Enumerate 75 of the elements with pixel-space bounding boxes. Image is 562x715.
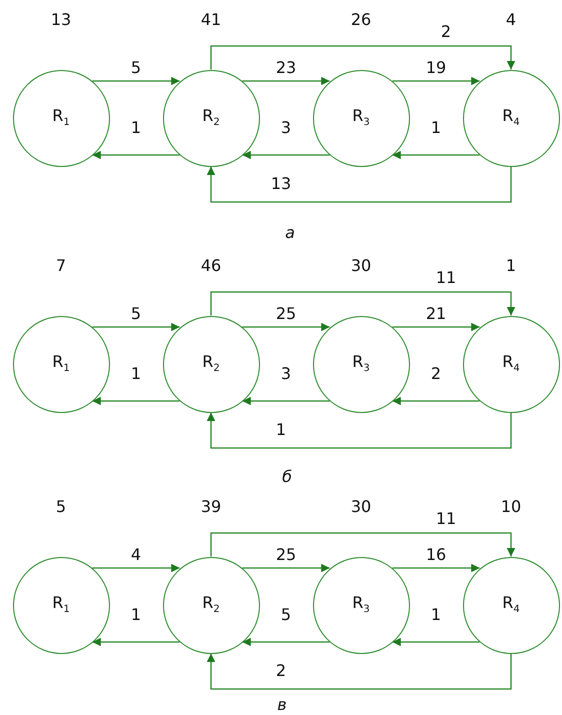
flow-arrow — [92, 76, 180, 86]
flow-arrow — [392, 322, 480, 332]
edge-label: 5 — [130, 59, 142, 77]
node-value: 5 — [56, 498, 66, 516]
flow-arrow — [242, 76, 330, 86]
edge-label: 4 — [130, 546, 142, 564]
flow-arrow — [242, 150, 330, 160]
edge-label: 21 — [426, 305, 446, 323]
node-label: R$_{3}$ — [352, 594, 370, 616]
node-label: R$_{3}$ — [352, 354, 370, 374]
edge-label: 3 — [280, 119, 292, 137]
node-value: 1 — [506, 257, 516, 275]
edge-label: 1 — [430, 119, 442, 137]
flow-arrow — [210, 532, 516, 556]
panel-caption: б — [282, 468, 292, 486]
node-label: R$_{1}$ — [52, 594, 70, 616]
node-value: 7 — [56, 257, 66, 275]
panel-caption: а — [285, 224, 295, 242]
edge-label: 25 — [276, 305, 296, 323]
node-value: 26 — [350, 11, 372, 29]
node-value: 30 — [350, 257, 372, 275]
flow-arrow — [206, 166, 512, 203]
edge-label: 1 — [430, 606, 442, 624]
flow-arrow — [92, 150, 180, 160]
panel-caption: в — [277, 696, 287, 714]
edge-label: 2 — [440, 23, 452, 41]
node-value: 41 — [200, 11, 222, 29]
edge-label: 19 — [426, 59, 446, 77]
node-label: R$_{3}$ — [352, 108, 370, 128]
edge-label: 16 — [426, 546, 446, 564]
flow-arrow — [92, 564, 180, 572]
edge-label: 25 — [276, 546, 296, 564]
node-label: R$_{1}$ — [52, 354, 70, 374]
node-label: R$_{1}$ — [52, 108, 70, 128]
flow-arrow — [392, 396, 480, 406]
flow-arrow — [242, 564, 330, 572]
edge-label: 2 — [276, 662, 286, 680]
node-value: 13 — [50, 11, 72, 29]
node-value: 10 — [500, 498, 522, 516]
edge-label: 11 — [436, 269, 456, 287]
node-value: 39 — [200, 498, 222, 516]
node-label: R$_{2}$ — [202, 108, 220, 128]
node-label: R$_{4}$ — [502, 354, 520, 374]
flow-arrow — [392, 564, 480, 572]
node-value: 46 — [200, 257, 222, 275]
node-label: R$_{4}$ — [502, 108, 520, 128]
flow-arrow — [206, 412, 512, 449]
edge-label: 23 — [276, 59, 296, 77]
flow-arrow — [210, 291, 516, 316]
edge-label: 2 — [430, 365, 442, 383]
edge-label: 11 — [436, 510, 456, 528]
flow-arrow — [392, 638, 480, 646]
flow-arrow — [392, 150, 480, 160]
node-label: R$_{2}$ — [202, 354, 220, 374]
flow-arrow — [242, 638, 330, 646]
edge-label: 5 — [280, 606, 292, 624]
flow-arrow — [210, 45, 516, 70]
edge-label: 13 — [270, 175, 292, 193]
flow-arrow — [92, 638, 180, 646]
node-value: 30 — [350, 498, 372, 516]
edge-label: 3 — [280, 365, 292, 383]
edge-label: 1 — [276, 421, 286, 439]
flow-arrow — [92, 322, 180, 332]
flow-arrow — [206, 654, 512, 690]
flow-arrow — [242, 396, 330, 406]
node-label: R$_{2}$ — [202, 594, 220, 616]
edge-label: 1 — [130, 365, 142, 383]
node-value: 4 — [506, 11, 516, 29]
node-label: R$_{4}$ — [502, 594, 520, 616]
edge-label: 1 — [130, 119, 142, 137]
flow-arrow — [242, 322, 330, 332]
flow-arrow — [392, 76, 480, 86]
edge-label: 1 — [130, 606, 142, 624]
flow-arrow — [92, 396, 180, 406]
edge-label: 5 — [130, 305, 142, 323]
